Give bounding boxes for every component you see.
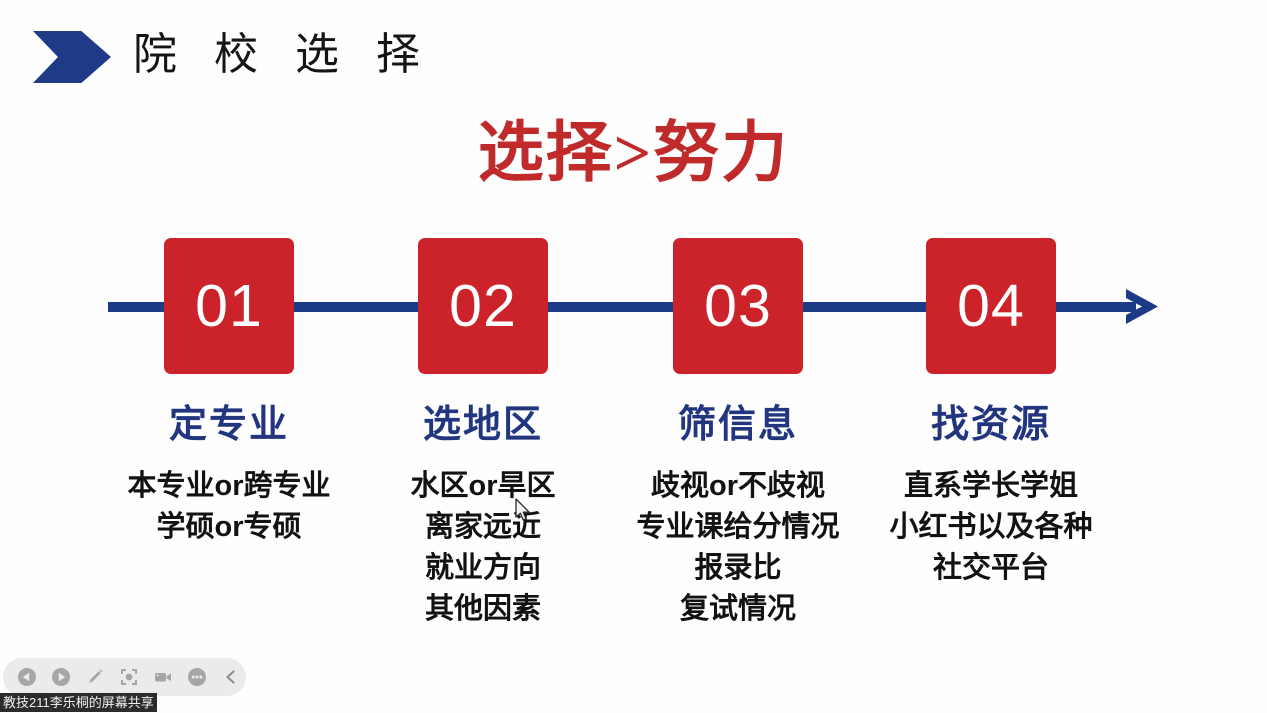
column-find-resources: 找资源 直系学长学姐 小红书以及各种 社交平台	[866, 398, 1116, 589]
timeline-step-box: 04	[926, 238, 1056, 374]
video-button[interactable]	[147, 661, 179, 693]
slide-headline: 选择>努力	[477, 117, 790, 190]
column-lines: 水区or旱区 离家远近 就业方向 其他因素	[358, 466, 608, 630]
slide-header: 院 校 选 择	[0, 0, 1267, 110]
column-line: 报录比	[694, 552, 782, 584]
pencil-icon	[89, 669, 103, 683]
timeline-axis-line	[108, 302, 1136, 312]
column-lines: 本专业or跨专业 学硕or专硕	[104, 466, 354, 548]
more-dots-icon	[188, 668, 206, 686]
column-define-major: 定专业 本专业or跨专业 学硕or专硕	[104, 398, 354, 548]
column-line: 就业方向	[424, 552, 541, 584]
previous-slide-button[interactable]	[11, 661, 43, 693]
column-line: 直系学长学姐	[903, 470, 1078, 502]
chevron-left-icon	[226, 670, 235, 684]
arrow-right-icon	[1118, 283, 1166, 331]
column-line: 歧视or不歧视	[650, 470, 825, 502]
timeline-step-box: 02	[418, 238, 548, 374]
column-line: 水区or旱区	[410, 470, 556, 502]
column-lines: 直系学长学姐 小红书以及各种 社交平台	[866, 466, 1116, 589]
annotate-button[interactable]	[79, 661, 111, 693]
column-choose-region: 选地区 水区or旱区 离家远近 就业方向 其他因素	[358, 398, 608, 630]
column-line: 复试情况	[679, 593, 796, 625]
share-status-bar: 教技211李乐桐的屏幕共享	[0, 693, 157, 712]
screen-share-toolbar[interactable]	[3, 658, 246, 696]
column-line: 离家远近	[424, 511, 541, 543]
focus-target-icon	[121, 669, 137, 685]
more-options-button[interactable]	[181, 661, 213, 693]
column-line: 小红书以及各种	[889, 511, 1093, 543]
column-title: 定专业	[168, 404, 289, 446]
page-title: 院 校 选 择	[133, 30, 433, 79]
video-camera-icon	[155, 673, 171, 682]
column-line: 本专业or跨专业	[127, 470, 331, 502]
circle-arrow-left-icon	[18, 668, 36, 686]
timeline-graphic: 01 02 03 04	[0, 230, 1267, 390]
column-filter-info: 筛信息 歧视or不歧视 专业课给分情况 报录比 复试情况	[613, 398, 863, 630]
column-line: 社交平台	[932, 552, 1049, 584]
spotlight-button[interactable]	[113, 661, 145, 693]
column-lines: 歧视or不歧视 专业课给分情况 报录比 复试情况	[613, 466, 863, 630]
column-title: 筛信息	[677, 404, 798, 446]
column-line: 其他因素	[424, 593, 541, 625]
column-line: 学硕or专硕	[156, 511, 302, 543]
collapse-toolbar-button[interactable]	[215, 661, 247, 693]
column-title: 找资源	[930, 404, 1051, 446]
timeline-step-box: 01	[164, 238, 294, 374]
chevron-right-icon	[33, 31, 111, 83]
column-title: 选地区	[422, 404, 543, 446]
column-line: 专业课给分情况	[636, 511, 840, 543]
circle-arrow-right-icon	[52, 668, 70, 686]
next-slide-button[interactable]	[45, 661, 77, 693]
timeline-step-box: 03	[673, 238, 803, 374]
